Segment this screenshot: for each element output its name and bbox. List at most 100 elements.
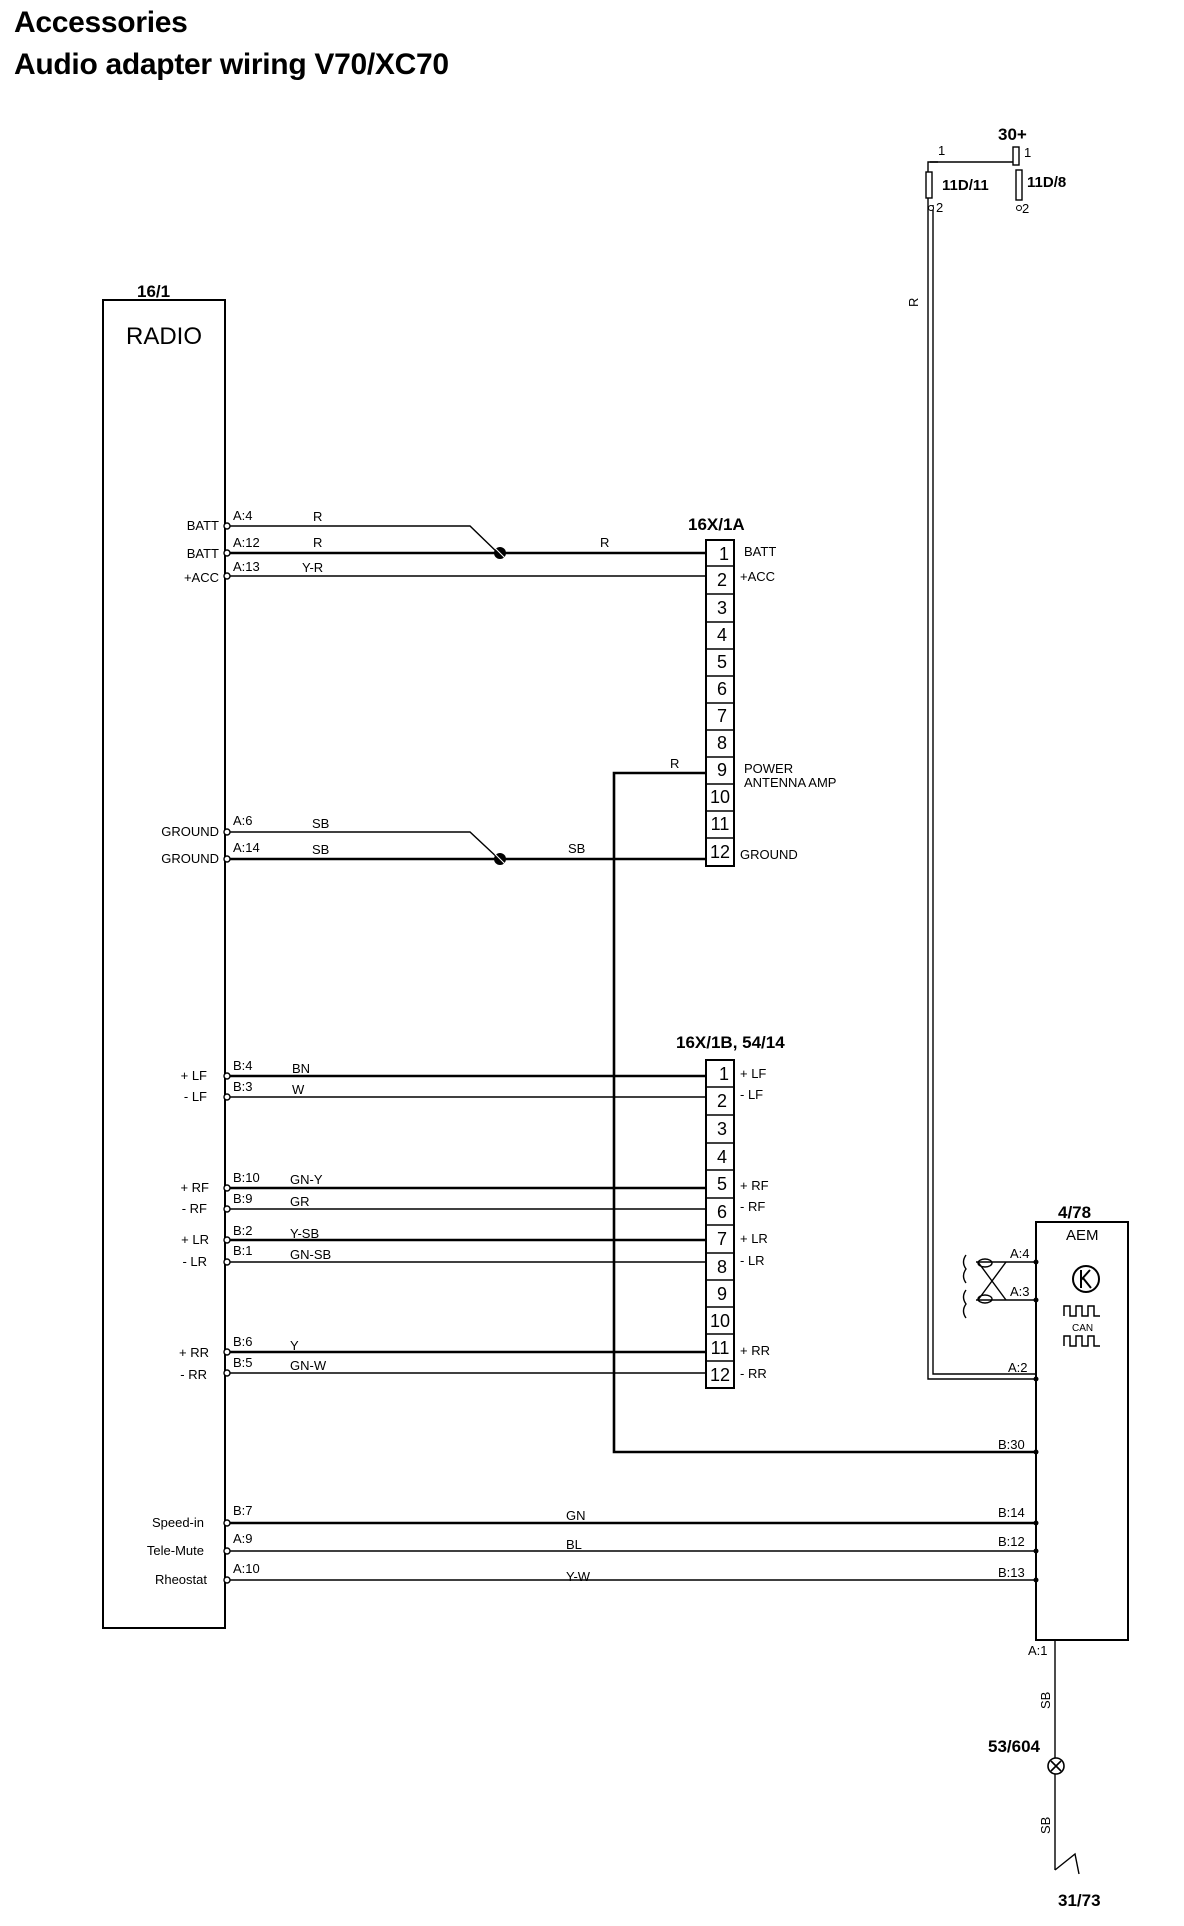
radio-pin-label: Speed-in — [152, 1515, 204, 1530]
can-label: CAN — [1072, 1323, 1093, 1334]
svg-text:ANTENNA AMP: ANTENNA AMP — [744, 775, 836, 790]
wire-color-label: R — [313, 535, 322, 550]
svg-text:+ LR: + LR — [740, 1231, 768, 1246]
svg-text:A:3: A:3 — [1010, 1284, 1030, 1299]
wire-color-label: SB — [568, 841, 585, 856]
svg-text:- LR: - LR — [740, 1253, 765, 1268]
wire-color-label: Y-SB — [290, 1226, 319, 1241]
connector-a — [705, 539, 735, 867]
svg-text:POWER: POWER — [744, 761, 793, 776]
svg-text:4: 4 — [717, 1147, 727, 1167]
wire-color-label: SB — [312, 842, 329, 857]
svg-text:10: 10 — [710, 1311, 730, 1331]
wire-color-label: R — [600, 535, 609, 550]
svg-text:10: 10 — [710, 787, 730, 807]
fuse-pin: 2 — [1022, 201, 1029, 216]
svg-text:9: 9 — [717, 1284, 727, 1304]
can-bus-twisted-pair — [962, 1254, 1039, 1319]
wire-color-label: GN-SB — [290, 1247, 331, 1262]
radio-pin-label: - LR — [182, 1254, 207, 1269]
svg-text:GROUND: GROUND — [740, 847, 798, 862]
page-title: Accessories — [14, 6, 188, 39]
connector-a-pins: 1 2 3 4 5 6 7 8 9 10 11 12 — [710, 544, 730, 862]
svg-text:+ RR: + RR — [740, 1343, 770, 1358]
svg-text:A:2: A:2 — [1008, 1360, 1028, 1375]
svg-text:+ LF: + LF — [740, 1066, 766, 1081]
svg-text:- RR: - RR — [740, 1366, 767, 1381]
svg-text:2: 2 — [717, 570, 727, 590]
radio-pin-label: - RR — [180, 1367, 207, 1382]
connector-b-labels: + LF - LF + RF - RF + LR - LR + RR - RR — [740, 1066, 770, 1381]
fuse-ref: 11D/8 — [1027, 174, 1066, 191]
terminal-label: B:10 — [233, 1170, 260, 1185]
svg-text:B:12: B:12 — [998, 1534, 1025, 1549]
svg-text:8: 8 — [717, 1257, 727, 1277]
aem-terminal-dots — [1033, 1376, 1039, 1583]
wire-batt-a4 — [230, 525, 501, 556]
svg-text:7: 7 — [717, 1229, 727, 1249]
radio-pin-label: +ACC — [184, 570, 219, 585]
wire-color-label: SB — [1038, 1817, 1053, 1834]
terminal-label: A:4 — [233, 508, 253, 523]
wire-color-label: R — [906, 298, 921, 307]
radio-pin-label: + RF — [180, 1180, 209, 1195]
svg-text:+ACC: +ACC — [740, 569, 775, 584]
terminal-label: B:9 — [233, 1191, 253, 1206]
radio-pin-label: + RR — [179, 1345, 209, 1360]
terminal-label: A:6 — [233, 813, 253, 828]
terminal-label: A:13 — [233, 559, 260, 574]
radio-pin-label: BATT — [187, 546, 219, 561]
wire-color-label: R — [670, 756, 679, 771]
svg-text:1: 1 — [719, 1064, 729, 1084]
wire-color-label: GR — [290, 1194, 310, 1209]
svg-text:9: 9 — [717, 760, 727, 780]
svg-text:B:14: B:14 — [998, 1505, 1025, 1520]
wire-color-label: GN — [566, 1508, 586, 1523]
wire-color-label: Y-W — [566, 1569, 591, 1584]
svg-text:- RF: - RF — [740, 1199, 765, 1214]
radio-pin-label: - LF — [184, 1089, 207, 1104]
k-icon — [1072, 1265, 1100, 1293]
svg-text:1: 1 — [719, 544, 729, 564]
wire-ground-a6 — [230, 831, 501, 861]
page-subtitle: Audio adapter wiring V70/XC70 — [14, 48, 449, 81]
wire-antenna-amp — [612, 771, 1036, 1454]
terminal-label: B:3 — [233, 1079, 253, 1094]
fuse-pin: 1 — [1024, 145, 1031, 160]
svg-text:BATT: BATT — [744, 544, 776, 559]
aem-name: AEM — [1066, 1227, 1099, 1244]
fuse-pin: 1 — [938, 143, 945, 158]
ground-splice-icon — [1047, 1757, 1065, 1775]
svg-text:6: 6 — [717, 1202, 727, 1222]
radio-pin-label: + LR — [181, 1232, 209, 1247]
terminal-label: B:1 — [233, 1243, 253, 1258]
connector-b-pins: 1 2 3 4 5 6 7 8 9 10 11 12 — [710, 1064, 730, 1385]
svg-text:B:30: B:30 — [998, 1437, 1025, 1452]
radio-ref: 16/1 — [137, 282, 170, 301]
radio-pin-label: Tele-Mute — [147, 1543, 204, 1558]
connector-b-ref: 16X/1B, 54/14 — [676, 1033, 785, 1052]
terminal-label: B:5 — [233, 1355, 253, 1370]
svg-text:11: 11 — [711, 814, 730, 834]
svg-text:+ RF: + RF — [740, 1178, 769, 1193]
wire-color-label: GN-W — [290, 1358, 327, 1373]
can-signal-icon — [1063, 1305, 1100, 1347]
wire-color-label: BN — [292, 1061, 310, 1076]
ground-point-ref: 31/73 — [1058, 1891, 1101, 1910]
svg-text:A:4: A:4 — [1010, 1246, 1030, 1261]
svg-text:6: 6 — [717, 679, 727, 699]
svg-text:12: 12 — [710, 842, 730, 862]
svg-text:B:13: B:13 — [998, 1565, 1025, 1580]
svg-text:A:1: A:1 — [1028, 1643, 1048, 1658]
radio-pins: BATT A:4 R BATT A:12 R +ACC A:13 Y-R GRO… — [147, 508, 591, 1587]
wire-color-label: R — [313, 509, 322, 524]
power-ref: 30+ — [998, 125, 1027, 144]
wire-feed-outer — [927, 161, 1036, 1380]
svg-text:5: 5 — [717, 652, 727, 672]
svg-text:2: 2 — [717, 1091, 727, 1111]
terminal-label: B:2 — [233, 1223, 253, 1238]
wire-color-label: BL — [566, 1537, 582, 1552]
svg-text:11: 11 — [711, 1338, 730, 1358]
radio-pin-label: GROUND — [161, 851, 219, 866]
connector-a-ref: 16X/1A — [688, 515, 745, 534]
